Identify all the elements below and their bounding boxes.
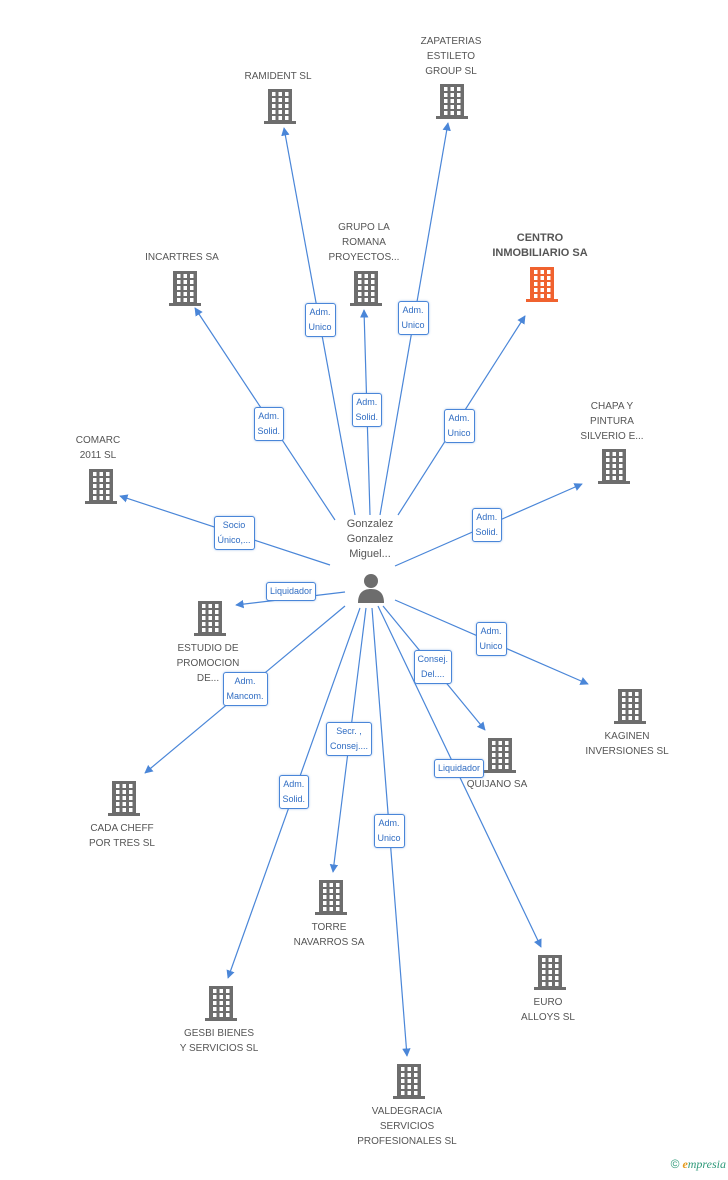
role-label-euro-alloys[interactable]: Liquidador xyxy=(434,758,485,778)
role-label-grupo-la-romana[interactable]: Adm. Solid. xyxy=(351,393,383,427)
building-icon[interactable] xyxy=(534,954,566,990)
company-label-zapaterias[interactable]: ZAPATERIAS ESTILETO GROUP SL xyxy=(420,36,482,77)
company-label-chapa[interactable]: CHAPA Y PINTURA SILVERIO E... xyxy=(580,401,644,442)
empresia-logo: © empresia xyxy=(671,1157,726,1172)
role-label-gesbi[interactable]: Adm. Solid. xyxy=(278,775,310,809)
company-label-ramident[interactable]: RAMIDENT SL xyxy=(244,71,312,82)
company-label-cada-cheff[interactable]: CADA CHEFF POR TRES SL xyxy=(89,823,155,849)
building-icon[interactable] xyxy=(598,448,630,484)
building-icon[interactable] xyxy=(169,270,201,306)
role-label-torre-navarros[interactable]: Secr. , Consej.... xyxy=(326,722,373,756)
company-label-centro-inmobiliario[interactable]: CENTRO INMOBILIARIO SA xyxy=(492,232,588,259)
company-label-incartres[interactable]: INCARTRES SA xyxy=(145,252,219,263)
company-label-valdegracia[interactable]: VALDEGRACIA SERVICIOS PROFESIONALES SL xyxy=(357,1106,457,1147)
building-icon[interactable] xyxy=(85,468,117,504)
role-label-valdegracia[interactable]: Adm. Unico xyxy=(373,814,405,848)
copyright-symbol: © xyxy=(670,1157,680,1171)
building-icon[interactable] xyxy=(484,737,516,773)
role-label-cada-cheff[interactable]: Adm. Mancom. xyxy=(222,672,268,706)
brand-name: mpresia xyxy=(687,1157,726,1171)
role-label-centro-inmobiliario[interactable]: Adm. Unico xyxy=(443,409,475,443)
role-label-ramident[interactable]: Adm. Unico xyxy=(304,303,336,337)
building-icon[interactable] xyxy=(264,88,296,124)
company-label-estudio[interactable]: ESTUDIO DE PROMOCION DE... xyxy=(176,643,240,684)
building-icon[interactable] xyxy=(350,270,382,306)
role-label-incartres[interactable]: Adm. Solid. xyxy=(253,407,285,441)
role-label-chapa[interactable]: Adm. Solid. xyxy=(471,508,503,542)
building-icon[interactable] xyxy=(194,600,226,636)
company-label-grupo-la-romana[interactable]: GRUPO LA ROMANA PROYECTOS... xyxy=(328,222,400,263)
company-label-torre-navarros[interactable]: TORRE NAVARROS SA xyxy=(293,922,365,948)
company-label-kaginen[interactable]: KAGINEN INVERSIONES SL xyxy=(585,731,669,757)
building-icon[interactable] xyxy=(108,780,140,816)
building-icon[interactable] xyxy=(526,266,558,302)
company-label-comarc[interactable]: COMARC 2011 SL xyxy=(75,435,121,461)
building-icon[interactable] xyxy=(393,1063,425,1099)
company-label-gesbi[interactable]: GESBI BIENES Y SERVICIOS SL xyxy=(179,1028,259,1054)
building-icon[interactable] xyxy=(315,879,347,915)
company-label-quijano[interactable]: QUIJANO SA xyxy=(466,779,528,790)
building-icon[interactable] xyxy=(614,688,646,724)
role-label-quijano[interactable]: Consej. Del.... xyxy=(413,650,453,684)
company-label-euro-alloys[interactable]: EURO ALLOYS SL xyxy=(521,997,575,1023)
role-label-kaginen[interactable]: Adm. Unico xyxy=(475,622,507,656)
role-label-zapaterias[interactable]: Adm. Unico xyxy=(397,301,429,335)
role-label-estudio[interactable]: Liquidador xyxy=(266,581,317,601)
center-person-name[interactable]: Gonzalez Gonzalez Miguel... xyxy=(346,518,394,560)
building-icon[interactable] xyxy=(436,83,468,119)
person-icon[interactable] xyxy=(357,572,385,604)
role-label-comarc[interactable]: Socio Único,... xyxy=(213,516,255,550)
building-icon[interactable] xyxy=(205,985,237,1021)
brand-initial: e xyxy=(682,1157,688,1171)
